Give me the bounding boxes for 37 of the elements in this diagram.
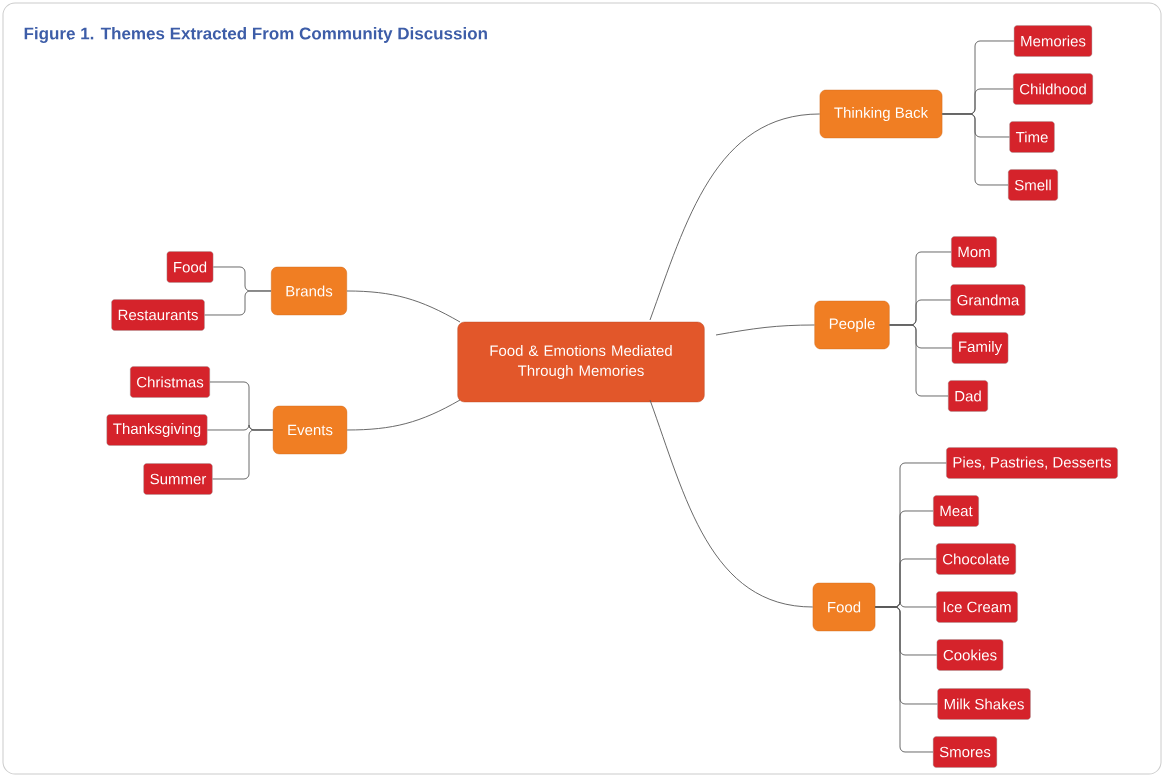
subtheme-box: Childhood (1013, 73, 1093, 105)
subtheme-box: Chocolate (936, 543, 1016, 575)
connector (889, 324, 949, 397)
subtheme-box: Restaurants (111, 299, 205, 331)
connector (941, 113, 1009, 186)
subtheme-box: Milk Shakes (937, 688, 1031, 720)
subtheme-box: Ice Cream (936, 591, 1018, 623)
subtheme-box: Smores (932, 736, 998, 768)
theme-box: People (814, 300, 890, 350)
subtheme-box: Cookies (936, 639, 1004, 671)
subtheme-box: Pies, Pastries, Desserts (946, 447, 1118, 479)
connector (204, 290, 272, 316)
center-topic-box: Food & Emotions Mediated Through Memories (457, 321, 705, 403)
connector (212, 429, 274, 480)
connector (874, 606, 934, 753)
connector (715, 324, 815, 336)
theme-box: Brands (271, 266, 347, 316)
subtheme-box: Time (1009, 121, 1055, 153)
subtheme-box: Summer (143, 463, 213, 495)
subtheme-box: Smell (1008, 169, 1058, 201)
connector (346, 399, 461, 431)
subtheme-box: Dad (948, 380, 988, 412)
subtheme-box: Food (166, 251, 214, 283)
subtheme-box: Family (951, 332, 1009, 364)
connector (346, 290, 461, 323)
subtheme-box: Grandma (950, 284, 1026, 316)
connector (649, 113, 821, 321)
connector (649, 399, 814, 608)
theme-box: Thinking Back (819, 89, 943, 139)
theme-box: Food (812, 582, 876, 632)
subtheme-box: Thanksgiving (106, 414, 208, 446)
subtheme-box: Mom (951, 236, 997, 268)
subtheme-box: Meat (933, 495, 979, 527)
figure-title: Figure 1. Themes Extracted From Community Discussion (24, 27, 487, 43)
theme-box: Events (272, 405, 348, 455)
subtheme-box: Christmas (130, 366, 210, 398)
subtheme-box: Memories (1013, 25, 1093, 57)
